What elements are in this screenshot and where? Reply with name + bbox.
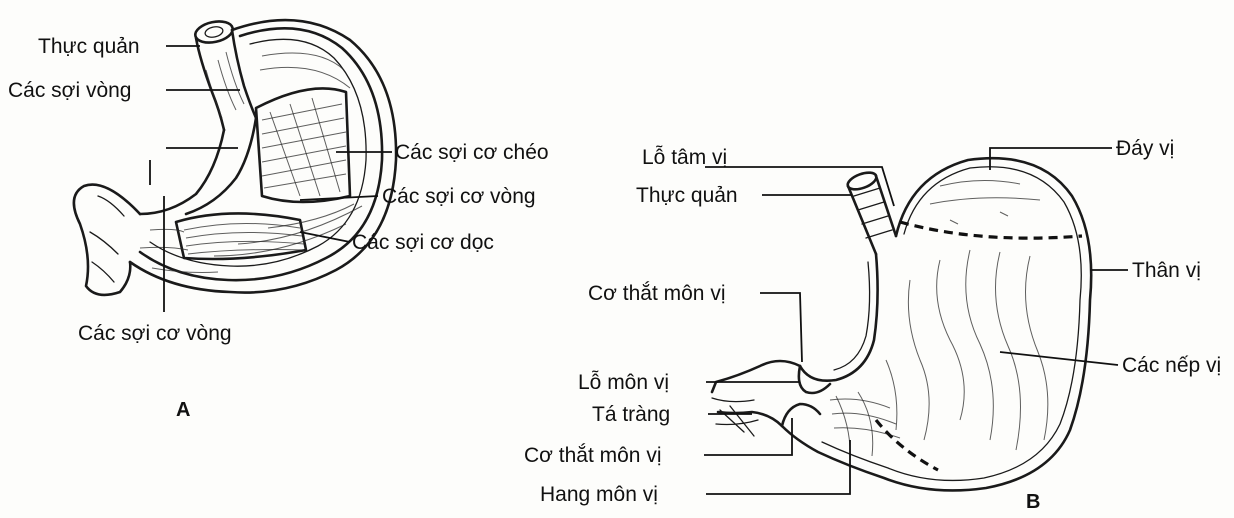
label-esophagus-b: Thực quản <box>636 184 738 207</box>
label-esophagus-a: Thực quản <box>38 35 140 58</box>
stomach-a-drawing <box>74 18 396 295</box>
label-pyloric-sphincter-bottom: Cơ thắt môn vị <box>524 444 661 467</box>
label-body: Thân vị <box>1132 259 1201 282</box>
stomach-b-drawing <box>712 158 1091 490</box>
label-duodenum: Tá tràng <box>592 403 670 426</box>
panel-letter-b: B <box>1026 491 1040 513</box>
label-circular-muscle-bottom: Các sợi cơ vòng <box>78 322 232 345</box>
label-circular-muscle-right: Các sợi cơ vòng <box>382 185 536 208</box>
panel-letter-a: A <box>176 399 190 421</box>
label-circular-fibers-top: Các sợi vòng <box>8 79 132 102</box>
label-cardiac-orifice: Lỗ tâm vị <box>642 146 727 169</box>
label-pyloric-sphincter-top: Cơ thắt môn vị <box>588 282 725 305</box>
label-gastric-folds: Các nếp vị <box>1122 354 1221 377</box>
label-fundus: Đáy vị <box>1116 137 1174 160</box>
label-oblique-muscle: Các sợi cơ chéo <box>395 141 549 164</box>
label-longitudinal-muscle: Các sợi cơ dọc <box>352 231 494 254</box>
label-pyloric-orifice: Lỗ môn vị <box>578 371 669 394</box>
label-pyloric-antrum: Hang môn vị <box>540 483 658 506</box>
